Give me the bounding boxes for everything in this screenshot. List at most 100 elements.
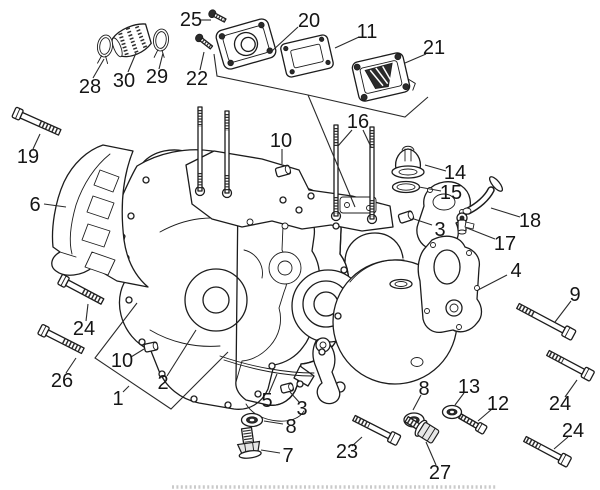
bolt-27 [404,416,440,444]
callout-24-left: 24 [73,318,95,340]
sleeve-30 [111,23,152,58]
leader-2 [166,329,197,377]
bolt-26 [37,323,85,355]
callout-29: 29 [146,66,168,88]
intake-manifold-20 [215,18,277,70]
callout-1: 1 [112,388,123,410]
cylinder-studs-art [197,106,375,220]
leader-26 [65,357,77,374]
callout-17: 17 [494,233,516,255]
callout-4: 4 [510,260,521,282]
reed-valve-21 [351,52,416,102]
callout-28: 28 [79,76,101,98]
callout-25: 25 [180,9,202,31]
callout-23: 23 [336,441,358,463]
bolt-12 [458,413,488,435]
clamp-28 [96,34,114,64]
leader-3-bottom [289,391,300,403]
leader-9 [554,300,572,323]
callout-30: 30 [113,70,135,92]
washer-8-left [240,412,264,428]
leader-30 [127,52,137,73]
callout-10-top: 10 [270,130,292,152]
leader-7 [260,449,281,454]
leader-18 [490,207,521,218]
leader-10-bottom [130,348,145,358]
leader-16-1 [362,129,372,148]
bolt-24-right-upper [546,349,595,382]
leader-8-left [263,420,284,425]
leader-29 [158,52,164,70]
callout-12: 12 [487,393,509,415]
leader-24-right-upper [564,379,578,398]
bolt-19 [11,106,62,136]
bolt-23 [352,414,402,446]
leader-5 [268,373,278,394]
kick-lever-art [312,337,341,405]
callout-24-right-upper: 24 [549,393,571,415]
leader-17 [466,227,496,240]
leader-4 [477,274,508,291]
callout-3-bottom: 3 [296,398,307,420]
leader-22 [199,51,205,71]
callout-8-right: 8 [418,378,429,400]
cylinder-base-art [185,150,394,232]
leader-12 [477,408,493,422]
leader-11 [334,36,360,49]
hose-18 [462,176,504,215]
cover-gasket-edge-art [219,355,315,422]
callout-26: 26 [51,370,73,392]
heat-shield-art [51,144,149,288]
seal-ring-15 [391,180,421,194]
plug-3-top [397,210,415,224]
side-gasket-art [417,235,483,334]
banjo-17 [456,212,475,235]
leader-23 [351,436,363,447]
leader-6 [43,203,67,208]
callout-13: 13 [458,376,480,398]
callout-6: 6 [29,194,40,216]
leader-24-left [85,303,89,322]
callout-18: 18 [519,210,541,232]
callout-21: 21 [423,37,445,59]
oil-cap-14 [391,145,425,179]
leader-20 [271,26,299,52]
callout-16: 16 [347,111,369,133]
screw-25 [208,9,227,23]
screw-22 [195,33,214,50]
callout-7: 7 [282,445,293,467]
leader-13 [454,392,465,406]
callout-10-bottom: 10 [111,350,133,372]
callout-24-right-lower: 24 [562,420,584,442]
drain-plug-7 [236,426,262,459]
leader-3-top [413,218,433,226]
callout-15: 15 [440,182,462,204]
bolt-24-right-lower [523,435,572,468]
callout-5: 5 [261,390,272,412]
gasket-11 [280,34,334,78]
leader-24-right-lower [553,436,569,450]
clamp-29 [153,28,169,58]
callout-22: 22 [186,68,208,90]
callout-2: 2 [157,372,168,394]
callout-14: 14 [444,162,466,184]
bolt-holes-art [122,176,348,409]
plug-3-bottom [279,382,295,394]
bolt-9 [516,302,577,341]
dowel-10-bottom [143,341,159,353]
leader-14 [424,164,447,172]
crankcase-bracket [94,302,229,410]
callout-27: 27 [429,462,451,484]
leader-1 [122,385,130,393]
engine-artwork [51,106,483,422]
leader-28 [92,58,105,79]
callout-9: 9 [569,284,580,306]
leader-16 [337,129,353,147]
leader-8-right [412,394,422,411]
callout-20: 20 [298,10,320,32]
callout-8-left: 8 [285,416,296,438]
leader-27 [425,441,437,466]
callout-11: 11 [357,21,378,43]
